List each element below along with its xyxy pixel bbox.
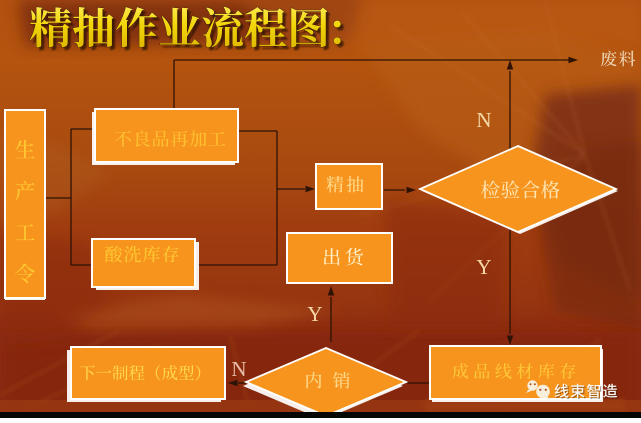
svg-text:Y: Y [307, 302, 322, 326]
svg-text:Y: Y [476, 255, 491, 279]
svg-text:N: N [231, 357, 246, 381]
svg-text:N: N [476, 108, 491, 132]
